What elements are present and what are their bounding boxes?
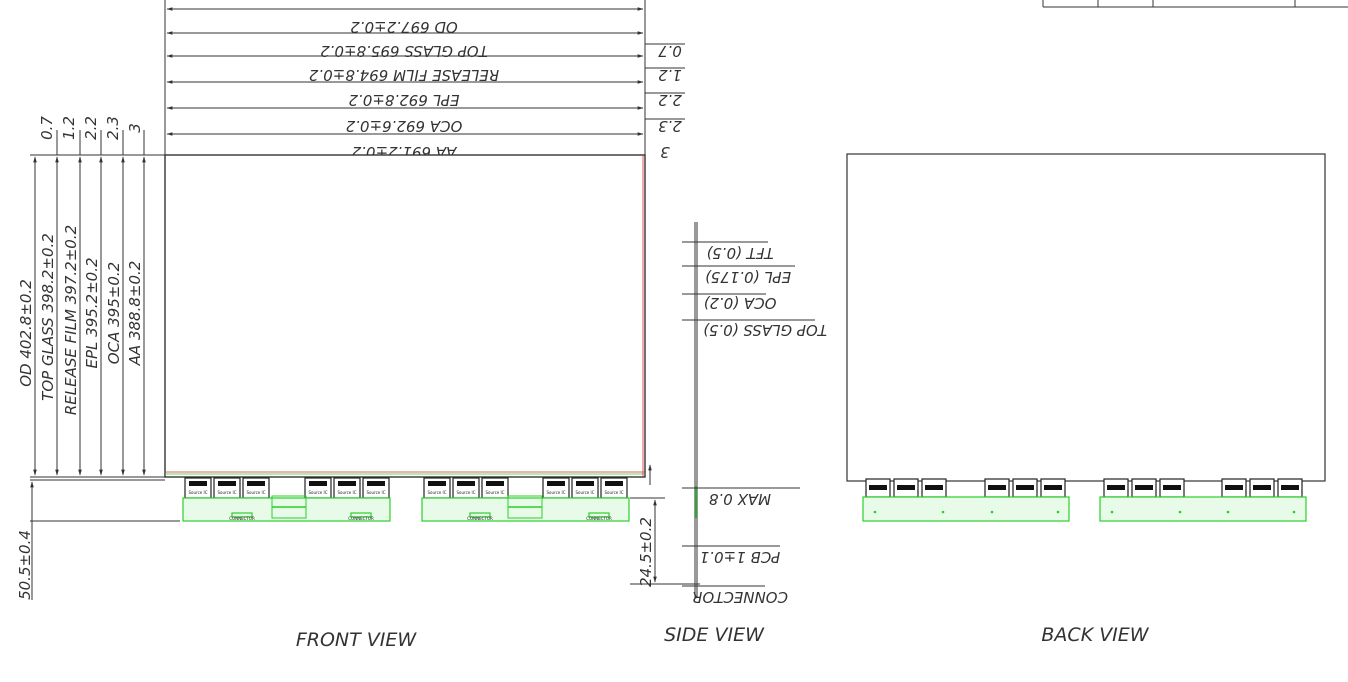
layer-tft: TFT (0.5) xyxy=(706,244,773,262)
offset-3: 3 xyxy=(660,143,670,161)
back-view-label: BACK VIEW xyxy=(1041,624,1149,646)
dim-bottom-height: 50.5±0.4 xyxy=(16,530,34,600)
ic-label: Source IC xyxy=(605,490,624,495)
side-connector: CONNECTOR xyxy=(692,588,788,606)
ic-label: Source IC xyxy=(247,490,266,495)
front-source-ics: Source IC Source IC Source IC Source IC … xyxy=(184,477,628,499)
ic-label: Source IC xyxy=(457,490,476,495)
dim-oca-height: OCA 395±0.2 xyxy=(105,262,123,364)
connector-label: CONNECTOR xyxy=(586,516,612,521)
top-dimension-labels: OD 697.2±0.2 TOP GLASS 695.8±0.2 RELEASE… xyxy=(309,18,499,161)
side-max-thickness: MAX 0.8 xyxy=(709,490,771,508)
dim-od-height: OD 402.8±0.2 xyxy=(17,279,35,387)
ic-label: Source IC xyxy=(338,490,357,495)
back-view: BACK VIEW xyxy=(846,153,1326,646)
dim-aa-height: AA 388.8±0.2 xyxy=(126,261,144,367)
top-offset-0-7: 0.7 xyxy=(38,116,56,140)
dim-od-width: OD 697.2±0.2 xyxy=(350,18,458,36)
top-offset-2-3: 2.3 xyxy=(104,116,122,140)
connector-label: CONNECTOR xyxy=(467,516,493,521)
ic-label: Source IC xyxy=(428,490,447,495)
side-view-label: SIDE VIEW xyxy=(664,624,765,646)
ic-label: Source IC xyxy=(547,490,566,495)
back-source-ics xyxy=(865,478,1303,498)
dim-oca-width: OCA 692.6±0.2 xyxy=(346,117,463,135)
ic-label: Source IC xyxy=(576,490,595,495)
layer-top-glass: TOP GLASS (0.5) xyxy=(703,321,827,339)
dim-top-glass-height: TOP GLASS 398.2±0.2 xyxy=(39,233,57,401)
ic-label: Source IC xyxy=(218,490,237,495)
left-dimension-lines xyxy=(30,156,146,600)
front-pcbs: CONNECTOR CONNECTOR CONNECTOR CONNECTOR xyxy=(182,495,630,522)
connector-label: CONNECTOR xyxy=(348,516,374,521)
side-pcb-thickness: PCB 1±0.1 xyxy=(700,548,781,566)
layer-oca: OCA (0.2) xyxy=(704,294,777,312)
back-panel-outline xyxy=(846,153,1326,482)
ic-label: Source IC xyxy=(189,490,208,495)
top-offset-3: 3 xyxy=(126,123,144,133)
side-view: TFT (0.5) EPL (0.175) OCA (0.2) TOP GLAS… xyxy=(664,222,827,646)
top-offset-2-2: 2.2 xyxy=(82,116,100,140)
left-dimension-labels: OD 402.8±0.2 TOP GLASS 398.2±0.2 RELEASE… xyxy=(16,225,144,600)
ic-label: Source IC xyxy=(309,490,328,495)
ic-label: Source IC xyxy=(486,490,505,495)
front-view-label: FRONT VIEW xyxy=(296,629,418,651)
top-offset-labels: 0.7 1.2 2.2 2.3 3 xyxy=(38,116,145,155)
front-view: OD 697.2±0.2 TOP GLASS 695.8±0.2 RELEASE… xyxy=(16,0,700,651)
dim-pcb-height: 24.5±0.2 xyxy=(637,517,655,587)
title-block-fragment xyxy=(1042,0,1348,8)
offset-2-3: 2.3 xyxy=(658,117,682,135)
ic-label: Source IC xyxy=(367,490,386,495)
back-pcbs xyxy=(862,496,1307,522)
side-layer-lines xyxy=(682,241,815,587)
dim-release-film-width: RELEASE FILM 694.8±0.2 xyxy=(309,66,499,84)
layer-epl: EPL (0.175) xyxy=(705,268,791,286)
dim-top-glass-width: TOP GLASS 695.8±0.2 xyxy=(320,42,488,60)
offset-2-2: 2.2 xyxy=(658,91,682,109)
dim-epl-height: EPL 395.2±0.2 xyxy=(83,257,101,368)
side-layer-labels: TFT (0.5) EPL (0.175) OCA (0.2) TOP GLAS… xyxy=(692,244,827,606)
top-offset-1-2: 1.2 xyxy=(60,116,78,140)
dim-epl-width: EPL 692.8±0.2 xyxy=(348,91,459,109)
right-offset-labels: 0.7 1.2 2.2 2.3 3 xyxy=(645,42,685,161)
offset-0-7: 0.7 xyxy=(658,42,682,60)
connector-label: CONNECTOR xyxy=(229,516,255,521)
left-extension-lines xyxy=(30,154,180,522)
dim-release-film-height: RELEASE FILM 397.2±0.2 xyxy=(62,225,80,415)
top-dimension-lines xyxy=(166,7,644,136)
offset-1-2: 1.2 xyxy=(658,66,682,84)
front-panel-outline xyxy=(164,154,646,478)
